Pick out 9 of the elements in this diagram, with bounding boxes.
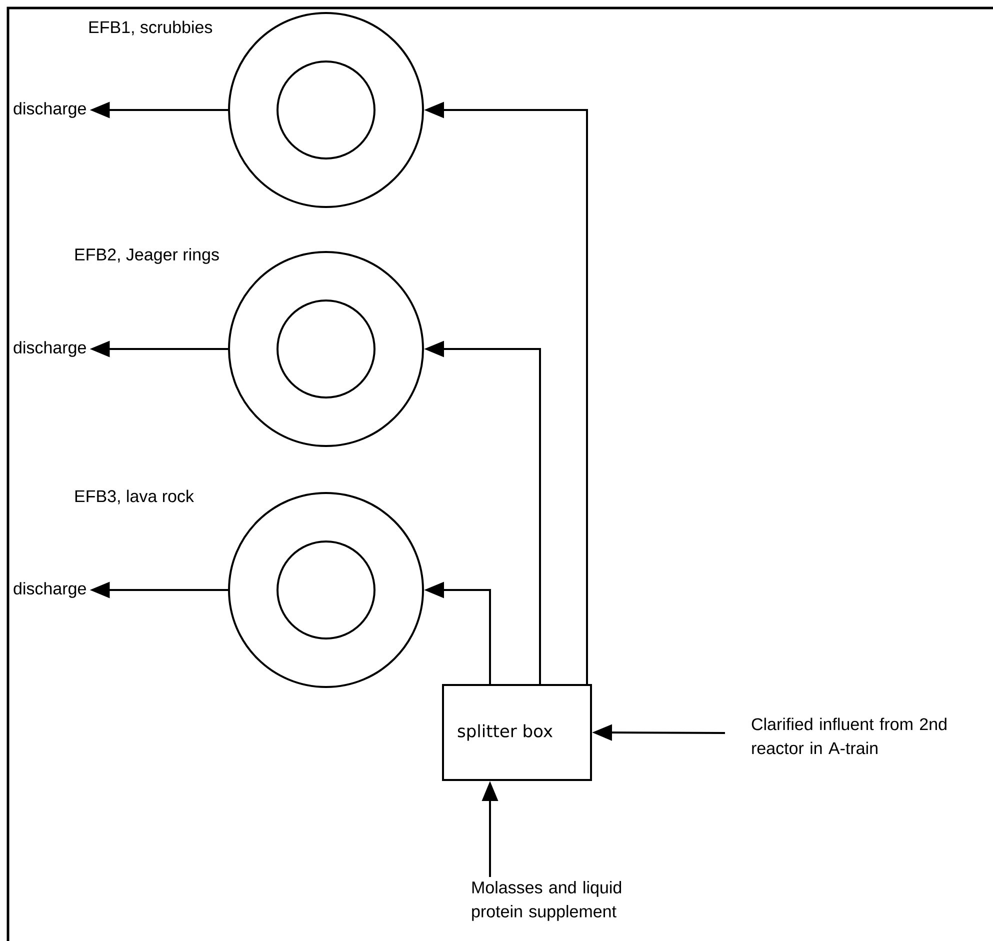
outlet-label: discharge bbox=[14, 341, 86, 357]
filter-label: EFB1, scrubbies bbox=[89, 20, 212, 36]
splitter-box: splitter box bbox=[442, 684, 592, 781]
outlet-label: discharge bbox=[14, 582, 86, 598]
filter-label: EFB3, lava rock bbox=[75, 490, 194, 504]
filter-label: EFB2, Jeager rings bbox=[75, 248, 219, 264]
supplement-label: Molasses and liquid protein supplement bbox=[472, 881, 622, 921]
outlet-label: discharge bbox=[14, 102, 86, 118]
inflow-label: Clarified influent from 2nd reactor in A-train bbox=[752, 718, 946, 754]
